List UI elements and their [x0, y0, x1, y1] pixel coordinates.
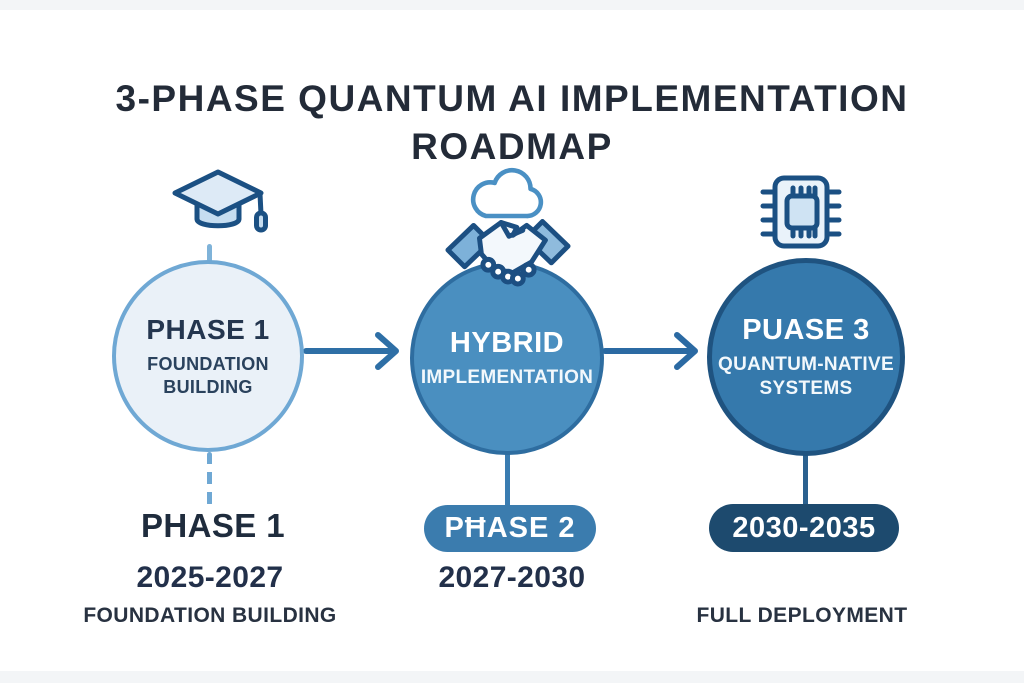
phase-2-pill: PĦASE 2: [424, 505, 596, 552]
phase-2-circle-title: HYBRID: [449, 326, 565, 359]
phase-2-years: 2027-2030: [438, 561, 586, 594]
phase-1-circle: PHASE 1 FOUNDATION BUILDING: [112, 260, 304, 452]
phase-1-caption: FOUNDATION BUILDING: [83, 604, 337, 627]
connector-circle-3-to-pill: [803, 450, 808, 508]
phase-1-years: 2025-2027: [136, 561, 284, 594]
top-edge-divider: [0, 0, 1024, 10]
phase-2-circle-subtitle: IMPLEMENTATION: [420, 366, 594, 388]
phase-3-circle: PUASE 3 QUANTUM-NATIVE SYSTEMS: [707, 258, 905, 456]
arrow-phase2-to-phase3-icon: [602, 332, 698, 370]
phase-1-bottom-heading: PHASE 1: [140, 507, 286, 544]
phase-3-years-pill: 2030-2035: [709, 504, 899, 552]
connector-circle-1-dashed: [207, 452, 212, 506]
phase-2-pill-label: PĦASE 2: [444, 512, 576, 544]
phase-3-caption: FULL DEPLOYMENT: [696, 604, 908, 627]
quantum-chip-icon: [760, 175, 842, 249]
phase-1-circle-subtitle: FOUNDATION BUILDING: [147, 353, 269, 397]
phase-2-circle: HYBRID IMPLEMENTATION: [410, 261, 604, 455]
graduation-cap-icon: [172, 169, 268, 233]
connector-circle-2-to-pill: [505, 446, 510, 508]
page-title-line-1: 3-PHASE QUANTUM AI IMPLEMENTATION: [115, 77, 909, 119]
handshake-icon: [445, 219, 571, 287]
page-title-line-2: ROADMAP: [411, 125, 613, 167]
cloud-icon: [470, 167, 544, 219]
phase-3-circle-subtitle: QUANTUM-NATIVE SYSTEMS: [718, 353, 894, 399]
page-title: 3-PHASE QUANTUM AI IMPLEMENTATION ROADMA…: [0, 75, 1024, 171]
phase-3-years-pill-label: 2030-2035: [732, 511, 876, 544]
bottom-edge-divider: [0, 671, 1024, 683]
connector-icon-to-circle-1: [207, 244, 212, 264]
phase-1-circle-title: PHASE 1: [146, 313, 270, 345]
phase-3-circle-title: PUASE 3: [742, 313, 870, 346]
arrow-phase1-to-phase2-icon: [303, 332, 399, 370]
